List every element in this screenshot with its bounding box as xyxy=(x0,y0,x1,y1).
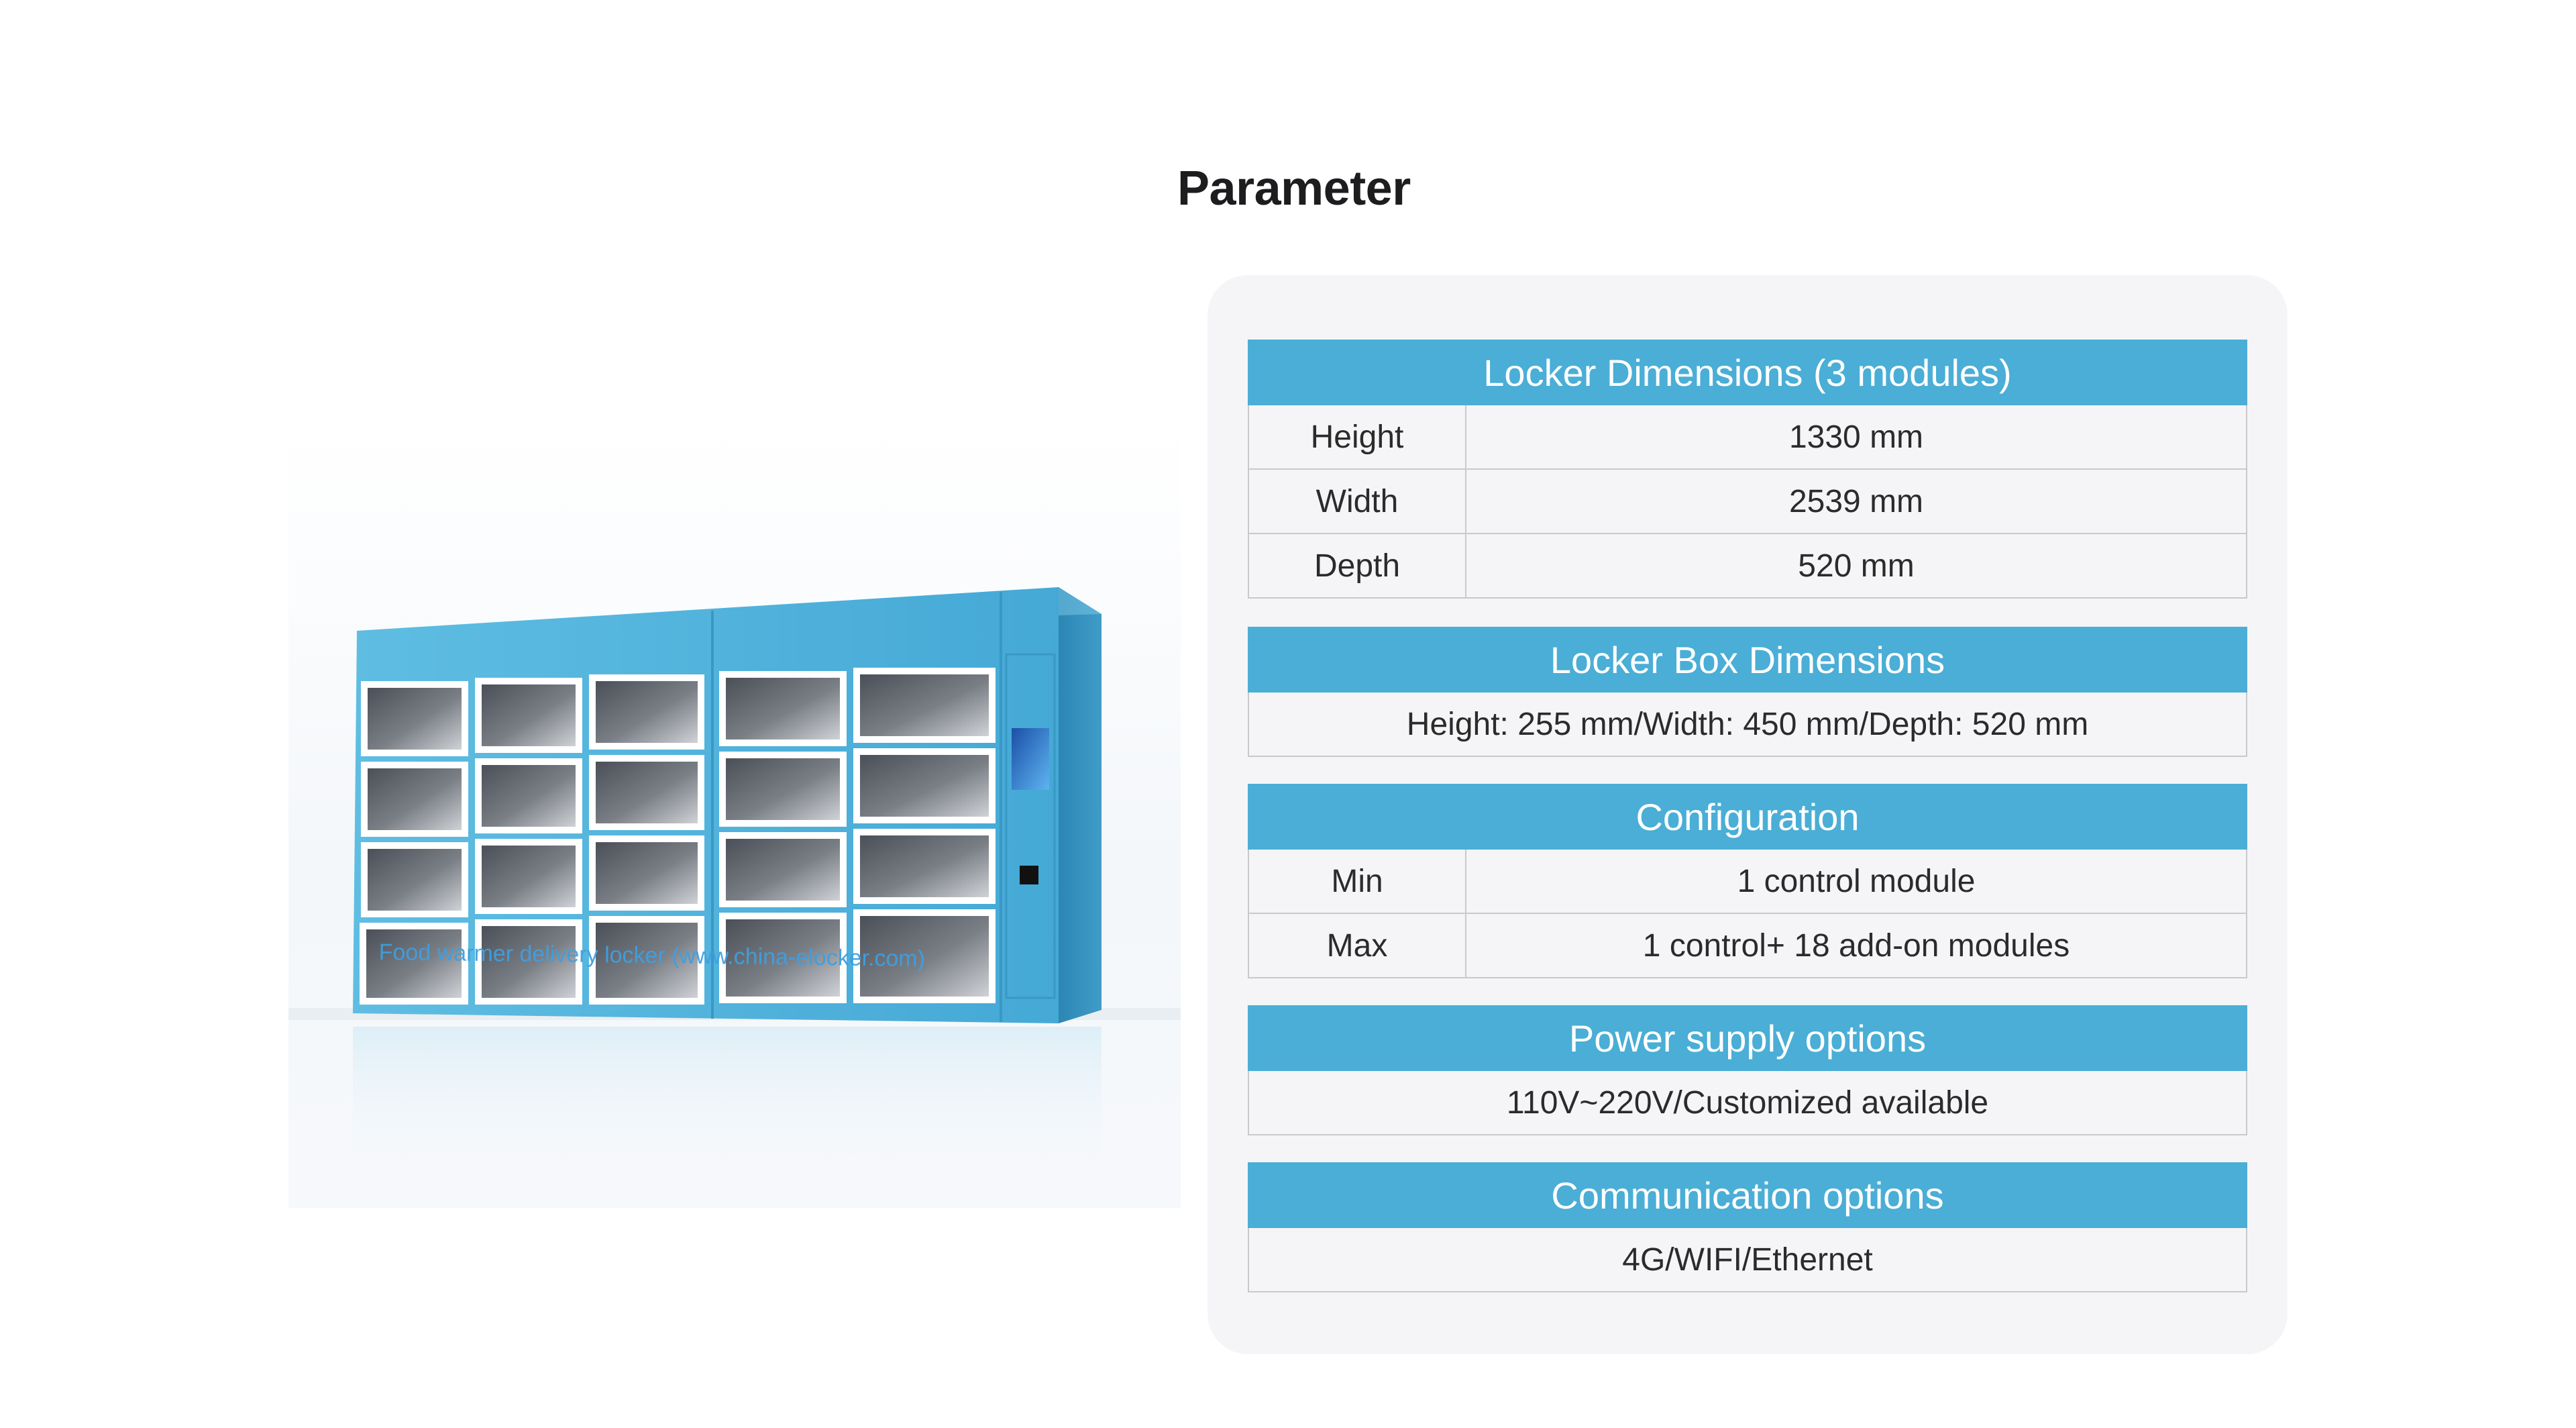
row-value: 4G/WIFI/Ethernet xyxy=(1622,1241,1873,1278)
row-value: 1 control module xyxy=(1737,863,1976,899)
cabinet-side xyxy=(1059,587,1102,1023)
product-image: Food warmer delivery locker (www.china-e… xyxy=(288,423,1181,1208)
section-header: Communication options xyxy=(1248,1162,2247,1228)
section-header: Power supply options xyxy=(1248,1005,2247,1071)
spec-row-communication: 4G/WIFI/Ethernet xyxy=(1248,1228,2247,1292)
row-label: Max xyxy=(1249,914,1466,977)
row-value: 1 control+ 18 add-on modules xyxy=(1642,927,2070,964)
control-panel xyxy=(1005,653,1056,999)
row-value: Height: 255 mm/Width: 450 mm/Depth: 520 … xyxy=(1406,706,2089,742)
section-locker-dimensions: Locker Dimensions (3 modules) Height 133… xyxy=(1248,340,2247,599)
row-label: Width xyxy=(1249,470,1466,533)
row-value: 2539 mm xyxy=(1788,483,1924,519)
spec-row-depth: Depth 520 mm xyxy=(1248,534,2247,599)
row-label: Depth xyxy=(1249,534,1466,597)
row-value: 520 mm xyxy=(1798,548,1915,584)
row-value: 1330 mm xyxy=(1788,419,1924,455)
spec-row-height: Height 1330 mm xyxy=(1248,405,2247,470)
spec-row-min: Min 1 control module xyxy=(1248,850,2247,914)
spec-row-max: Max 1 control+ 18 add-on modules xyxy=(1248,914,2247,978)
spec-row-box-size: Height: 255 mm/Width: 450 mm/Depth: 520 … xyxy=(1248,693,2247,757)
touch-screen xyxy=(1012,728,1049,790)
section-communication: Communication options 4G/WIFI/Ethernet xyxy=(1248,1162,2247,1292)
spec-row-width: Width 2539 mm xyxy=(1248,470,2247,534)
section-box-dimensions: Locker Box Dimensions Height: 255 mm/Wid… xyxy=(1248,627,2247,757)
spec-panel: Locker Dimensions (3 modules) Height 133… xyxy=(1208,275,2288,1354)
row-value: 110V~220V/Customized available xyxy=(1506,1084,1989,1121)
scanner xyxy=(1020,866,1038,884)
locker-illustration xyxy=(288,587,1181,1188)
section-power: Power supply options 110V~220V/Customize… xyxy=(1248,1005,2247,1135)
page-title: Parameter xyxy=(1177,162,1411,215)
row-label: Min xyxy=(1249,850,1466,913)
spec-row-power: 110V~220V/Customized available xyxy=(1248,1071,2247,1135)
section-header: Locker Dimensions (3 modules) xyxy=(1248,340,2247,405)
floor-reflection xyxy=(353,1027,1102,1188)
compartment-grid xyxy=(360,668,996,1005)
section-header: Configuration xyxy=(1248,784,2247,850)
section-header: Locker Box Dimensions xyxy=(1248,627,2247,693)
section-configuration: Configuration Min 1 control module Max 1… xyxy=(1248,784,2247,978)
row-label: Height xyxy=(1249,405,1466,468)
